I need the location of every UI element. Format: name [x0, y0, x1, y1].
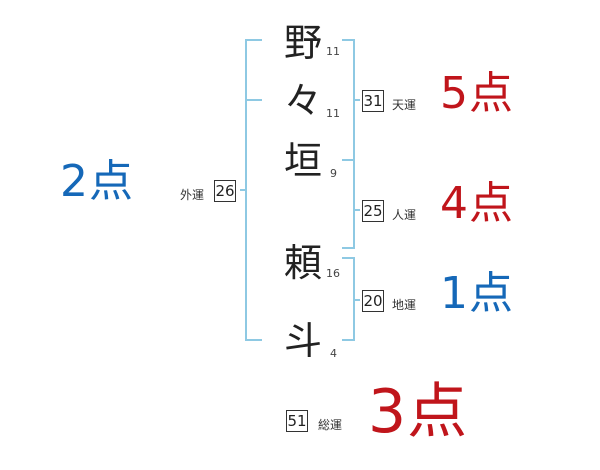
name-char-2: 々: [284, 79, 323, 123]
soukaku-score: 3点: [368, 377, 469, 447]
chikaku-value-box: 20: [362, 290, 384, 312]
gaikaku-label: 外運: [180, 188, 205, 202]
jinkaku-value-box: 25: [362, 200, 384, 222]
jinkaku-label: 人運: [392, 208, 417, 222]
tenkaku-bracket: [342, 39, 360, 161]
name-char-4: 頼: [284, 241, 323, 285]
tenkaku-score: 5点: [440, 68, 514, 119]
stroke-count-4: 16: [326, 267, 340, 280]
gaikaku-value-box: 26: [214, 180, 236, 202]
chikaku-label: 地運: [392, 298, 417, 312]
soukaku-value-box: 51: [286, 410, 308, 432]
stroke-count-1: 11: [326, 45, 340, 58]
name-char-3: 垣: [284, 139, 323, 183]
tenkaku-value-box: 31: [362, 90, 384, 112]
chikaku-bracket: [342, 257, 360, 341]
soukaku-label: 総運: [318, 418, 343, 432]
stroke-count-2: 11: [326, 107, 340, 120]
jinkaku-score: 4点: [440, 178, 514, 229]
tenkaku-label: 天運: [392, 98, 417, 112]
stroke-count-5: 4: [330, 347, 337, 360]
name-char-5: 斗: [284, 319, 323, 363]
gaikaku-bracket: [240, 39, 262, 341]
stroke-count-3: 9: [330, 167, 337, 180]
gaikaku-score: 2点: [60, 156, 134, 207]
chikaku-score: 1点: [440, 268, 514, 319]
name-char-1: 野: [284, 21, 323, 65]
jinkaku-bracket: [342, 159, 360, 249]
